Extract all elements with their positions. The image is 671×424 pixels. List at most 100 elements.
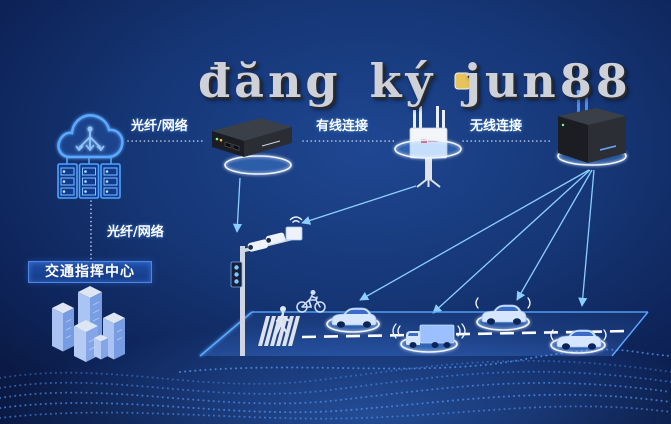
roadside-unit-icon — [394, 106, 462, 188]
wireless-connection-label: 无线连接 — [470, 119, 523, 134]
gateway-antenna-cap — [584, 87, 589, 91]
traffic-light-lamp — [234, 272, 239, 277]
command-center-uplink-label: 光纤/网络 — [107, 225, 164, 240]
device-right-face — [588, 116, 626, 163]
traffic-pole-icon — [230, 216, 303, 356]
car-window — [571, 331, 594, 336]
server-uplinks — [66, 157, 112, 164]
building-right-face — [63, 308, 74, 352]
server-unit — [100, 163, 121, 199]
camera-icon — [265, 232, 286, 245]
device-ring — [224, 155, 292, 175]
crosswalk-stripe — [282, 316, 294, 346]
car-wheel — [513, 318, 521, 325]
wave-line — [0, 359, 671, 385]
wifi-arc — [292, 220, 300, 223]
radar-unit — [285, 226, 303, 241]
bicycle-wheel — [314, 301, 326, 313]
car-window — [346, 309, 369, 314]
pole-shaft — [240, 246, 245, 356]
car-wheel — [337, 321, 345, 328]
device-brand-mark — [261, 140, 281, 147]
flow-arrow — [359, 169, 590, 301]
server-rack-icon — [57, 157, 121, 199]
cyclist-icon — [296, 290, 326, 313]
fiber-network-label: 光纤/网络 — [131, 119, 188, 134]
car-icon — [550, 329, 606, 354]
wave-line — [0, 405, 671, 420]
device-port — [232, 144, 240, 151]
cloud-network-arrows — [75, 144, 105, 152]
building-block — [94, 334, 108, 360]
wired-connection-label: 有线连接 — [316, 119, 369, 134]
signal-arc — [550, 329, 554, 341]
server-led — [84, 170, 87, 173]
car-icon — [326, 307, 380, 333]
device-led — [219, 138, 223, 142]
pedestrian-body — [274, 311, 290, 336]
crosswalk-stripe — [270, 316, 282, 346]
server-slot — [82, 177, 96, 186]
truck-wheel — [409, 342, 417, 348]
server-slot — [82, 187, 96, 196]
device-ring — [394, 139, 462, 159]
signal-arc — [475, 297, 479, 309]
buildings-icon — [52, 286, 125, 362]
signal-arc — [603, 329, 607, 341]
badge-icon — [454, 72, 471, 90]
road-edge-right — [611, 311, 649, 357]
flow-arrow — [516, 169, 593, 301]
server-led — [62, 180, 66, 183]
vehicle-signal-icons — [392, 297, 607, 341]
flow-arrow — [578, 169, 595, 307]
crosswalk-stripe — [276, 316, 288, 346]
server-led — [84, 180, 87, 183]
truck-icon — [400, 324, 458, 353]
crosswalk-stripe — [264, 316, 276, 346]
building-left-face — [52, 308, 63, 352]
traffic-light-lamp — [234, 279, 239, 284]
connection-lines — [90, 140, 554, 260]
server-led — [84, 190, 87, 193]
flow-arrow — [301, 185, 417, 225]
antenna-rod — [413, 110, 416, 132]
signal-arc — [527, 297, 531, 309]
device-top-face — [558, 108, 626, 125]
server-unit — [78, 163, 100, 199]
dotted-wave-decoration — [0, 348, 671, 420]
antenna-rod — [419, 106, 422, 130]
pedestrian-head — [280, 306, 286, 312]
signal-arc — [392, 323, 401, 339]
cyclist-head — [310, 290, 316, 295]
cyclist-body — [308, 294, 318, 307]
camera-icon — [247, 239, 269, 252]
wifi-signal-icon — [289, 216, 303, 223]
camera-body — [247, 239, 269, 252]
car-wheel — [562, 343, 570, 350]
antenna-rod — [436, 106, 439, 130]
server-slot — [60, 167, 75, 176]
car-shape — [331, 307, 377, 328]
cloud-network-branches — [78, 131, 102, 149]
device-top-face — [212, 118, 292, 141]
car-icon — [476, 304, 530, 331]
car-window — [496, 306, 519, 311]
unit-pole — [425, 158, 432, 180]
car-wheel — [487, 318, 495, 325]
device-brand-mark — [599, 145, 617, 151]
crosswalk-stripe — [288, 316, 300, 346]
device-led — [215, 137, 219, 141]
car-shape — [556, 329, 602, 350]
command-center-title: 交通指挥中心 — [45, 264, 135, 280]
edge-computing-box-icon — [212, 118, 292, 175]
server-led — [105, 170, 109, 173]
traffic-light-lamp — [234, 265, 239, 270]
server-led — [62, 170, 66, 173]
gateway-antenna — [585, 89, 588, 115]
antenna-rod — [442, 110, 445, 132]
building-right-face — [101, 338, 108, 360]
truck-wheel — [431, 342, 439, 348]
building-left-face — [94, 338, 101, 360]
device-port — [224, 141, 232, 149]
